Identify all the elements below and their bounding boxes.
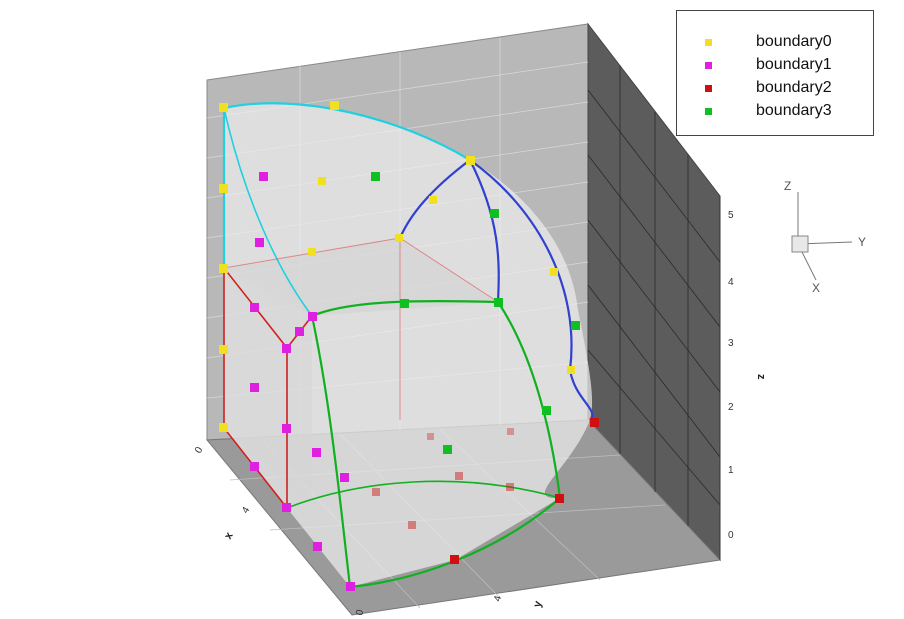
- right-wall-grid: [587, 66, 721, 526]
- z-tick-2: 2: [728, 402, 734, 413]
- y-tick-0: 0: [354, 608, 366, 617]
- legend-swatch: [705, 107, 712, 115]
- z-tick-1: 1: [728, 465, 734, 476]
- z-axis-label: z: [755, 374, 767, 380]
- edge-cyan: [223, 102, 471, 161]
- legend-item-boundary3: boundary3: [705, 100, 832, 122]
- edge-blue-mid: [469, 159, 500, 303]
- markers-boundary3: [371, 172, 580, 454]
- z-axis: 5 4 3 2 1 0 z: [719, 196, 767, 560]
- x-tick-2: 4: [240, 505, 253, 516]
- triad-z-label: Z: [784, 179, 791, 193]
- markers-boundary1: [250, 172, 355, 591]
- x-axis-label: x: [222, 529, 236, 541]
- y-axis: 0 4 y: [354, 594, 544, 617]
- z-tick-3: 3: [728, 338, 734, 349]
- sphere-surface: [224, 103, 593, 587]
- legend-box: boundary0 boundary1 boundary2 boundary3: [676, 10, 874, 136]
- x-tick-0: 0: [193, 445, 206, 456]
- legend-item-boundary1: boundary1: [705, 54, 832, 76]
- orientation-triad: Z Y X: [784, 179, 866, 295]
- legend-swatch: [705, 84, 712, 92]
- legend-label: boundary3: [756, 102, 832, 119]
- edge-green-floor: [286, 480, 561, 509]
- inner-cube-front: [224, 268, 312, 508]
- edge-green-front: [310, 315, 352, 588]
- y-axis-label: y: [531, 599, 544, 609]
- triad-x-label: X: [812, 281, 820, 295]
- edge-cyan-meridian: [223, 107, 313, 317]
- z-tick-5: 5: [728, 210, 734, 221]
- legend-swatch: [705, 38, 712, 46]
- legend-label: boundary1: [756, 56, 832, 73]
- edge-blue-inner: [398, 159, 471, 239]
- z-tick-0: 0: [728, 530, 734, 541]
- edge-green-top: [311, 300, 499, 318]
- legend-item-boundary0: boundary0: [705, 31, 832, 53]
- triad-y-label: Y: [858, 235, 866, 249]
- y-tick-2: 4: [492, 594, 504, 603]
- legend-label: boundary0: [756, 33, 832, 50]
- edge-blue-outer: [469, 159, 594, 421]
- legend-swatch: [705, 61, 712, 69]
- triad-cube: [791, 235, 809, 253]
- legend-item-boundary2: boundary2: [705, 77, 832, 99]
- edge-green-right: [497, 301, 562, 499]
- z-tick-4: 4: [728, 277, 734, 288]
- markers-boundary2: [372, 418, 599, 564]
- markers-boundary0: [219, 101, 575, 432]
- legend-label: boundary2: [756, 79, 832, 96]
